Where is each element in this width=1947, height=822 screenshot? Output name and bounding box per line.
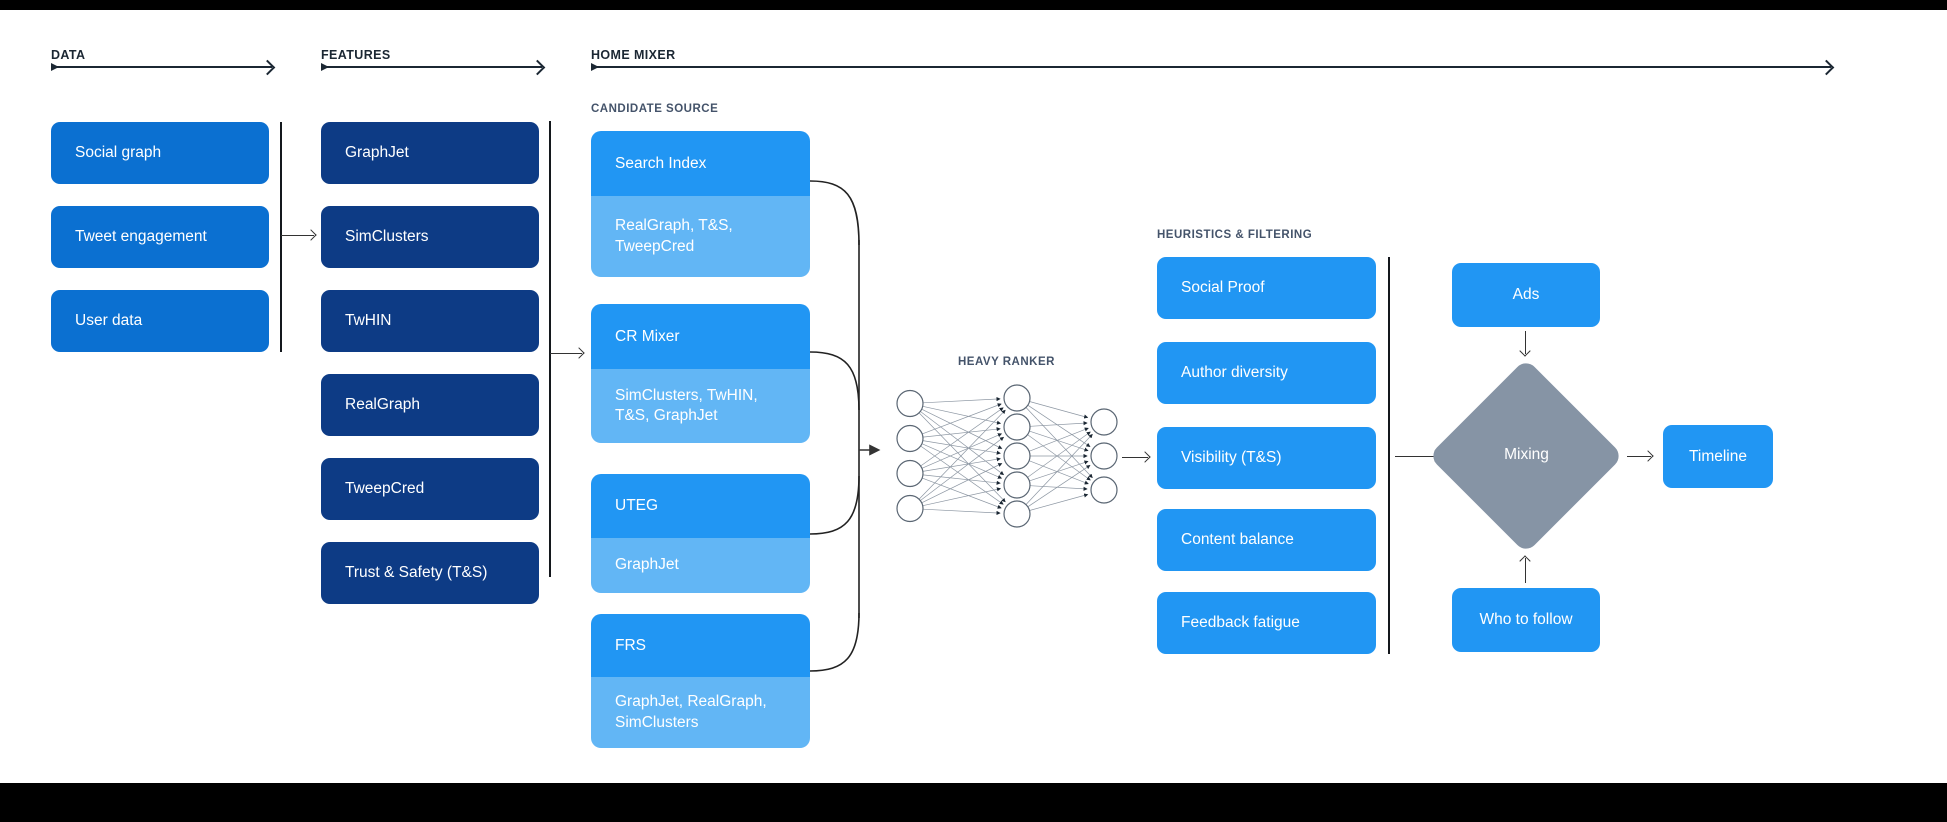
candidate-title: FRS — [591, 614, 810, 677]
feature-box-tweepcred: TweepCred — [321, 458, 539, 520]
feature-box-graphjet: GraphJet — [321, 122, 539, 184]
heuristic-box-visibility: Visibility (T&S) — [1157, 427, 1376, 489]
heuristic-box-social-proof: Social Proof — [1157, 257, 1376, 319]
feature-box-simclusters: SimClusters — [321, 206, 539, 268]
heuristic-box-author-diversity: Author diversity — [1157, 342, 1376, 404]
heuristics-label: HEURISTICS & FILTERING — [1157, 229, 1313, 241]
section-label-features: FEATURES — [321, 48, 391, 62]
ads-to-mixing-arrow — [1525, 331, 1526, 354]
features-to-candidate-arrow — [550, 353, 582, 354]
who-to-follow-box: Who to follow — [1452, 588, 1600, 652]
heuristic-box-content-balance: Content balance — [1157, 509, 1376, 571]
candidate-group-cr-mixer: CR Mixer SimClusters, TwHIN, T&S, GraphJ… — [591, 304, 810, 443]
bottom-black-bar — [0, 783, 1947, 822]
candidate-group-frs: FRS GraphJet, RealGraph, SimClusters — [591, 614, 810, 748]
candidate-title: CR Mixer — [591, 304, 810, 369]
data-box-user-data: User data — [51, 290, 269, 352]
heuristic-box-feedback-fatigue: Feedback fatigue — [1157, 592, 1376, 654]
candidate-title: Search Index — [591, 131, 810, 196]
section-label-data: DATA — [51, 48, 86, 62]
data-box-tweet-engagement: Tweet engagement — [51, 206, 269, 268]
candidate-collector-curves — [809, 180, 860, 672]
top-black-bar — [0, 0, 1947, 10]
heuristics-mixing-divider — [1388, 257, 1390, 654]
data-features-divider — [280, 122, 282, 352]
candidate-group-uteg: UTEG GraphJet — [591, 474, 810, 593]
candidate-sub-sources: SimClusters, TwHIN, T&S, GraphJet — [591, 369, 810, 443]
ranker-to-heuristics-arrow — [1122, 457, 1148, 458]
heuristics-to-mixing-arrow — [1395, 456, 1438, 457]
feature-box-trust-safety: Trust & Safety (T&S) — [321, 542, 539, 604]
candidate-title: UTEG — [591, 474, 810, 538]
features-candidate-divider — [549, 121, 551, 577]
candidate-sub-sources: GraphJet — [591, 538, 810, 593]
candidate-sub-sources: GraphJet, RealGraph, SimClusters — [591, 677, 810, 748]
mixing-to-timeline-arrow — [1627, 456, 1651, 457]
section-label-home-mixer: HOME MIXER — [591, 48, 676, 62]
home-mixer-axis-arrow — [591, 63, 1831, 71]
feature-box-realgraph: RealGraph — [321, 374, 539, 436]
data-axis-arrow — [51, 63, 272, 71]
wtf-to-mixing-arrow — [1525, 558, 1526, 583]
candidate-sub-sources: RealGraph, T&S, TweepCred — [591, 196, 810, 277]
candidate-source-label: CANDIDATE SOURCE — [591, 103, 719, 115]
heavy-ranker-label: HEAVY RANKER — [958, 356, 1055, 368]
data-box-social-graph: Social graph — [51, 122, 269, 184]
neural-network-graphic — [896, 384, 1118, 528]
features-axis-arrow — [321, 63, 542, 71]
feature-box-twhin: TwHIN — [321, 290, 539, 352]
timeline-box: Timeline — [1663, 425, 1773, 488]
candidate-group-search-index: Search Index RealGraph, T&S, TweepCred — [591, 131, 810, 277]
mixing-label: Mixing — [1504, 446, 1549, 463]
data-to-features-arrow — [281, 235, 314, 236]
ads-box: Ads — [1452, 263, 1600, 327]
